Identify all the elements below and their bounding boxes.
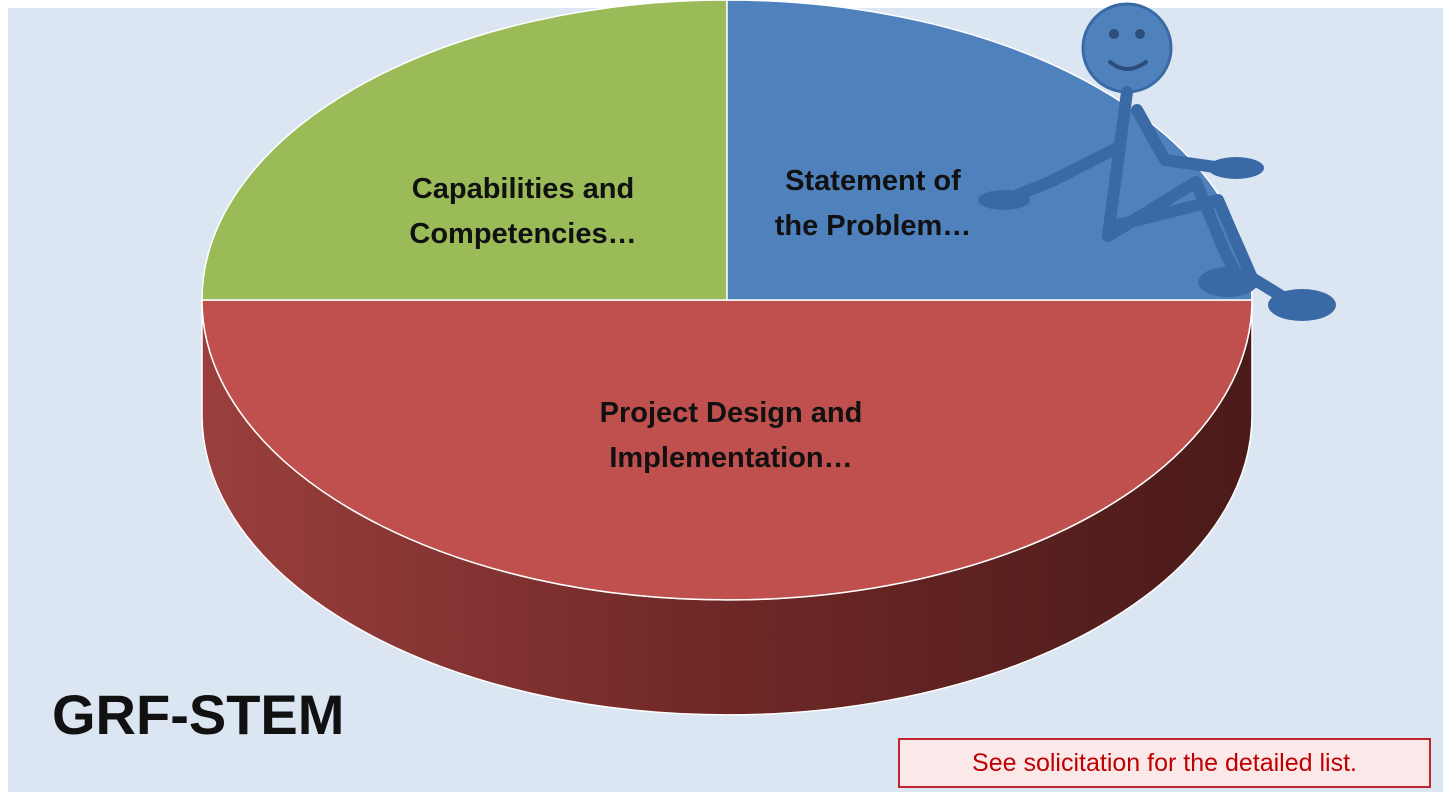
note-callout: See solicitation for the detailed list. (898, 738, 1431, 788)
pie-slice-1 (201, 0, 728, 301)
pie-slice-0 (201, 299, 1253, 601)
slide-title: GRF-STEM (52, 683, 345, 746)
note-text: See solicitation for the detailed list. (972, 748, 1357, 777)
pie-slice-2 (726, 0, 1253, 301)
stick-figure-icon (978, 2, 1336, 321)
